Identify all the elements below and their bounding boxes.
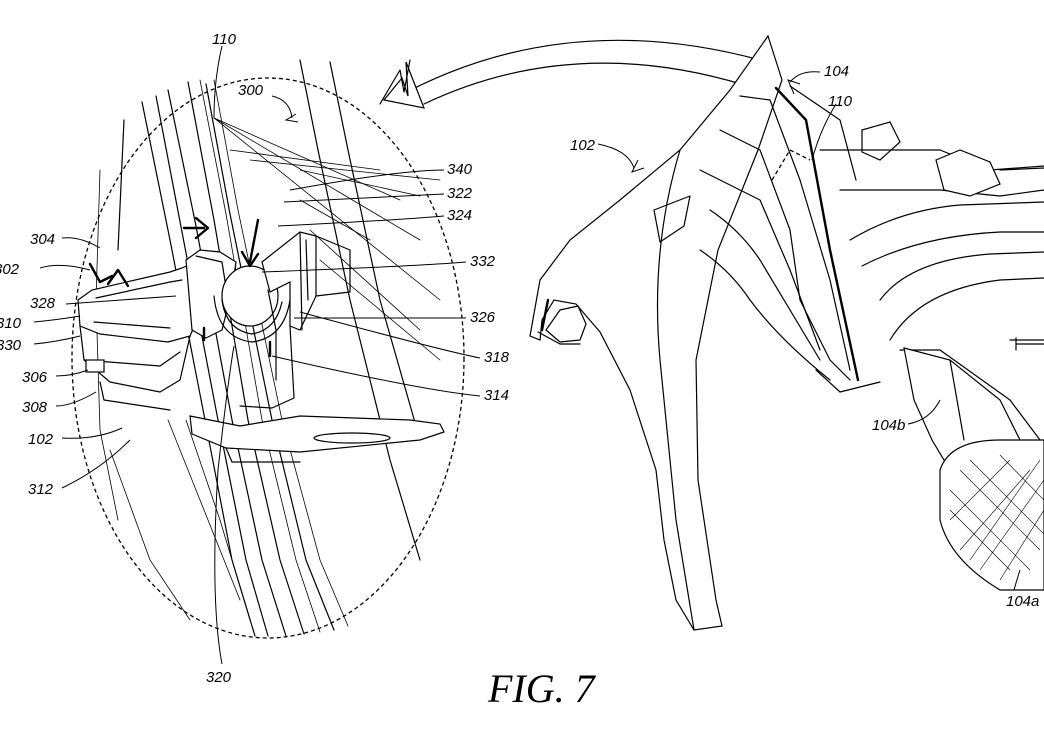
ref-328: 328 <box>30 295 56 312</box>
ref-318: 318 <box>484 349 510 366</box>
ref-104a: 104a <box>1006 593 1039 610</box>
ref-102-detail: 102 <box>28 431 54 448</box>
ref-110-detail: 110 <box>212 31 237 48</box>
ref-322: 322 <box>447 185 473 202</box>
ref-110-vehicle: 110 <box>828 93 853 110</box>
ref-302: 302 <box>0 261 20 278</box>
ref-340: 340 <box>447 161 473 178</box>
reference-numerals: 110 300 340 322 324 332 326 318 314 320 … <box>0 31 1039 686</box>
ref-308: 308 <box>22 399 48 416</box>
vehicle-leaders <box>597 71 1021 591</box>
ref-104b: 104b <box>872 417 905 434</box>
ref-310: 310 <box>0 315 22 332</box>
ref-324: 324 <box>447 207 472 224</box>
ref-332: 332 <box>470 253 496 270</box>
ref-306: 306 <box>22 369 48 386</box>
ref-326: 326 <box>470 309 496 326</box>
detail-boundary <box>71 77 465 639</box>
ref-304: 304 <box>30 231 55 248</box>
grille-hatch <box>949 454 1044 581</box>
ref-300: 300 <box>238 82 264 99</box>
ref-104: 104 <box>824 63 849 80</box>
vehicle-view <box>529 34 1044 631</box>
detail-leaders <box>33 45 481 665</box>
ref-314: 314 <box>484 387 509 404</box>
ref-312: 312 <box>28 481 54 498</box>
ref-330: 330 <box>0 337 22 354</box>
detail-callout-arrow <box>379 39 761 109</box>
ref-320: 320 <box>206 669 232 686</box>
ref-102-vehicle: 102 <box>570 137 596 154</box>
detail-view <box>71 59 465 639</box>
figure-caption: FIG. 7 <box>487 666 597 711</box>
